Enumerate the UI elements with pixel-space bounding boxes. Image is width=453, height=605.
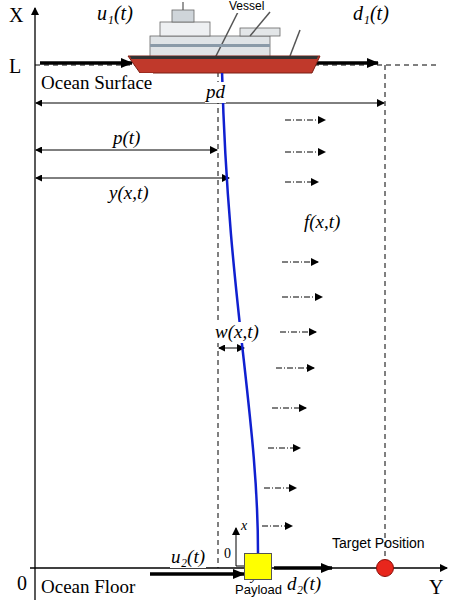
origin-mark: 0: [16, 572, 28, 594]
node-label: Payload: [235, 583, 282, 597]
signal-name: u₂(t): [170, 547, 206, 568]
node-label: Vessel: [228, 0, 265, 13]
d2-arrow: [274, 566, 332, 570]
p-dimension: [36, 150, 217, 151]
reference-line: [218, 72, 219, 568]
vessel-node: Vessel: [128, 0, 320, 73]
target-line: [385, 65, 386, 560]
w-dimension: [219, 348, 244, 349]
vessel-picture: [128, 2, 320, 73]
axis-name: x: [240, 518, 248, 533]
dimension-label: w(x,t): [214, 322, 260, 343]
target-marker: Target Position: [330, 536, 442, 578]
load-label: f(x,t): [303, 212, 341, 233]
axis-mark: L: [8, 55, 22, 77]
target-dot: [376, 559, 394, 577]
current-load: [262, 120, 325, 526]
region-name: Ocean Surface: [40, 73, 153, 94]
axis-name: Y: [428, 576, 444, 598]
signal-name: d₁(t): [352, 2, 390, 24]
d1-arrow: [316, 61, 378, 65]
origin-mark: 0: [223, 546, 232, 561]
dimension-label: p(t): [112, 128, 141, 149]
y-dimension: [36, 178, 229, 179]
cable: [222, 73, 258, 553]
signal-name: d₂(t): [286, 574, 322, 595]
signal-name: u₁(t): [96, 2, 134, 24]
node-label: Target Position: [332, 536, 425, 551]
u1-arrow: [40, 61, 132, 65]
dimension-label: pd: [205, 82, 226, 103]
dimension-label: y(x,t): [108, 183, 150, 204]
local-x-axis: [236, 528, 237, 566]
u2-arrow: [150, 572, 244, 576]
payload-box: Payload: [244, 553, 272, 580]
x-axis: [34, 8, 35, 600]
region-name: Ocean Floor: [40, 577, 136, 598]
axis-name: X: [8, 4, 24, 26]
